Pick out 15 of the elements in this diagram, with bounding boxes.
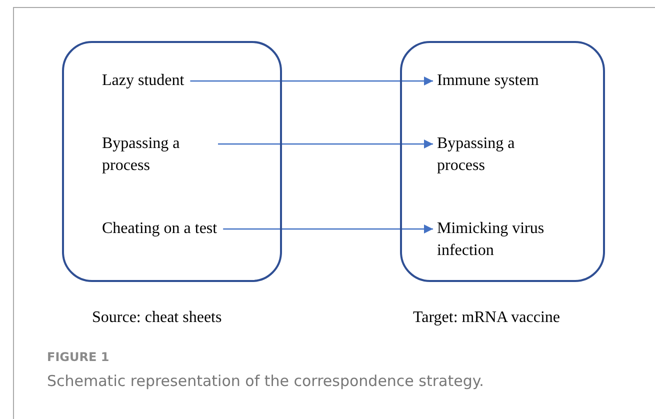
arrow — [190, 76, 433, 86]
figure-label: FIGURE 1 — [47, 350, 110, 364]
item-text: Cheating on a test — [102, 218, 218, 240]
item-text: Immune system — [437, 70, 539, 92]
rounded-box — [400, 41, 605, 282]
item-text: Bypassing a process — [437, 133, 547, 177]
item-text: Bypassing a process — [102, 133, 212, 177]
item-text: Lazy student — [102, 70, 184, 92]
rounded-box — [62, 41, 282, 282]
arrow — [218, 140, 433, 148]
arrow — [223, 224, 433, 234]
box-caption: Source: cheat sheets — [92, 309, 222, 327]
caption: Schematic representation of the correspondence strategy. — [47, 372, 484, 390]
item-text: Mimicking virus infection — [437, 218, 587, 262]
box-caption: Target: mRNA vaccine — [413, 309, 560, 327]
